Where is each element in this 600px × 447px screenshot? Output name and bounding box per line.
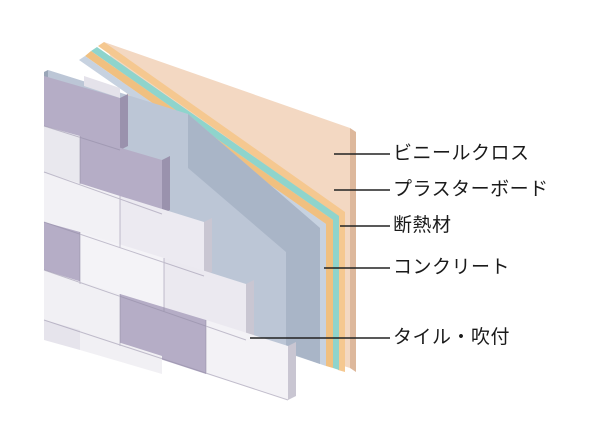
tile-layer: [43, 76, 296, 401]
label-concrete: コンクリート: [393, 256, 511, 278]
label-vinyl-cloth: ビニールクロス: [393, 142, 530, 164]
label-plasterboard: プラスターボード: [393, 178, 549, 200]
label-tile: タイル・吹付: [393, 326, 511, 348]
label-insulation: 断熱材: [393, 214, 452, 236]
leader-lines: [250, 153, 390, 339]
